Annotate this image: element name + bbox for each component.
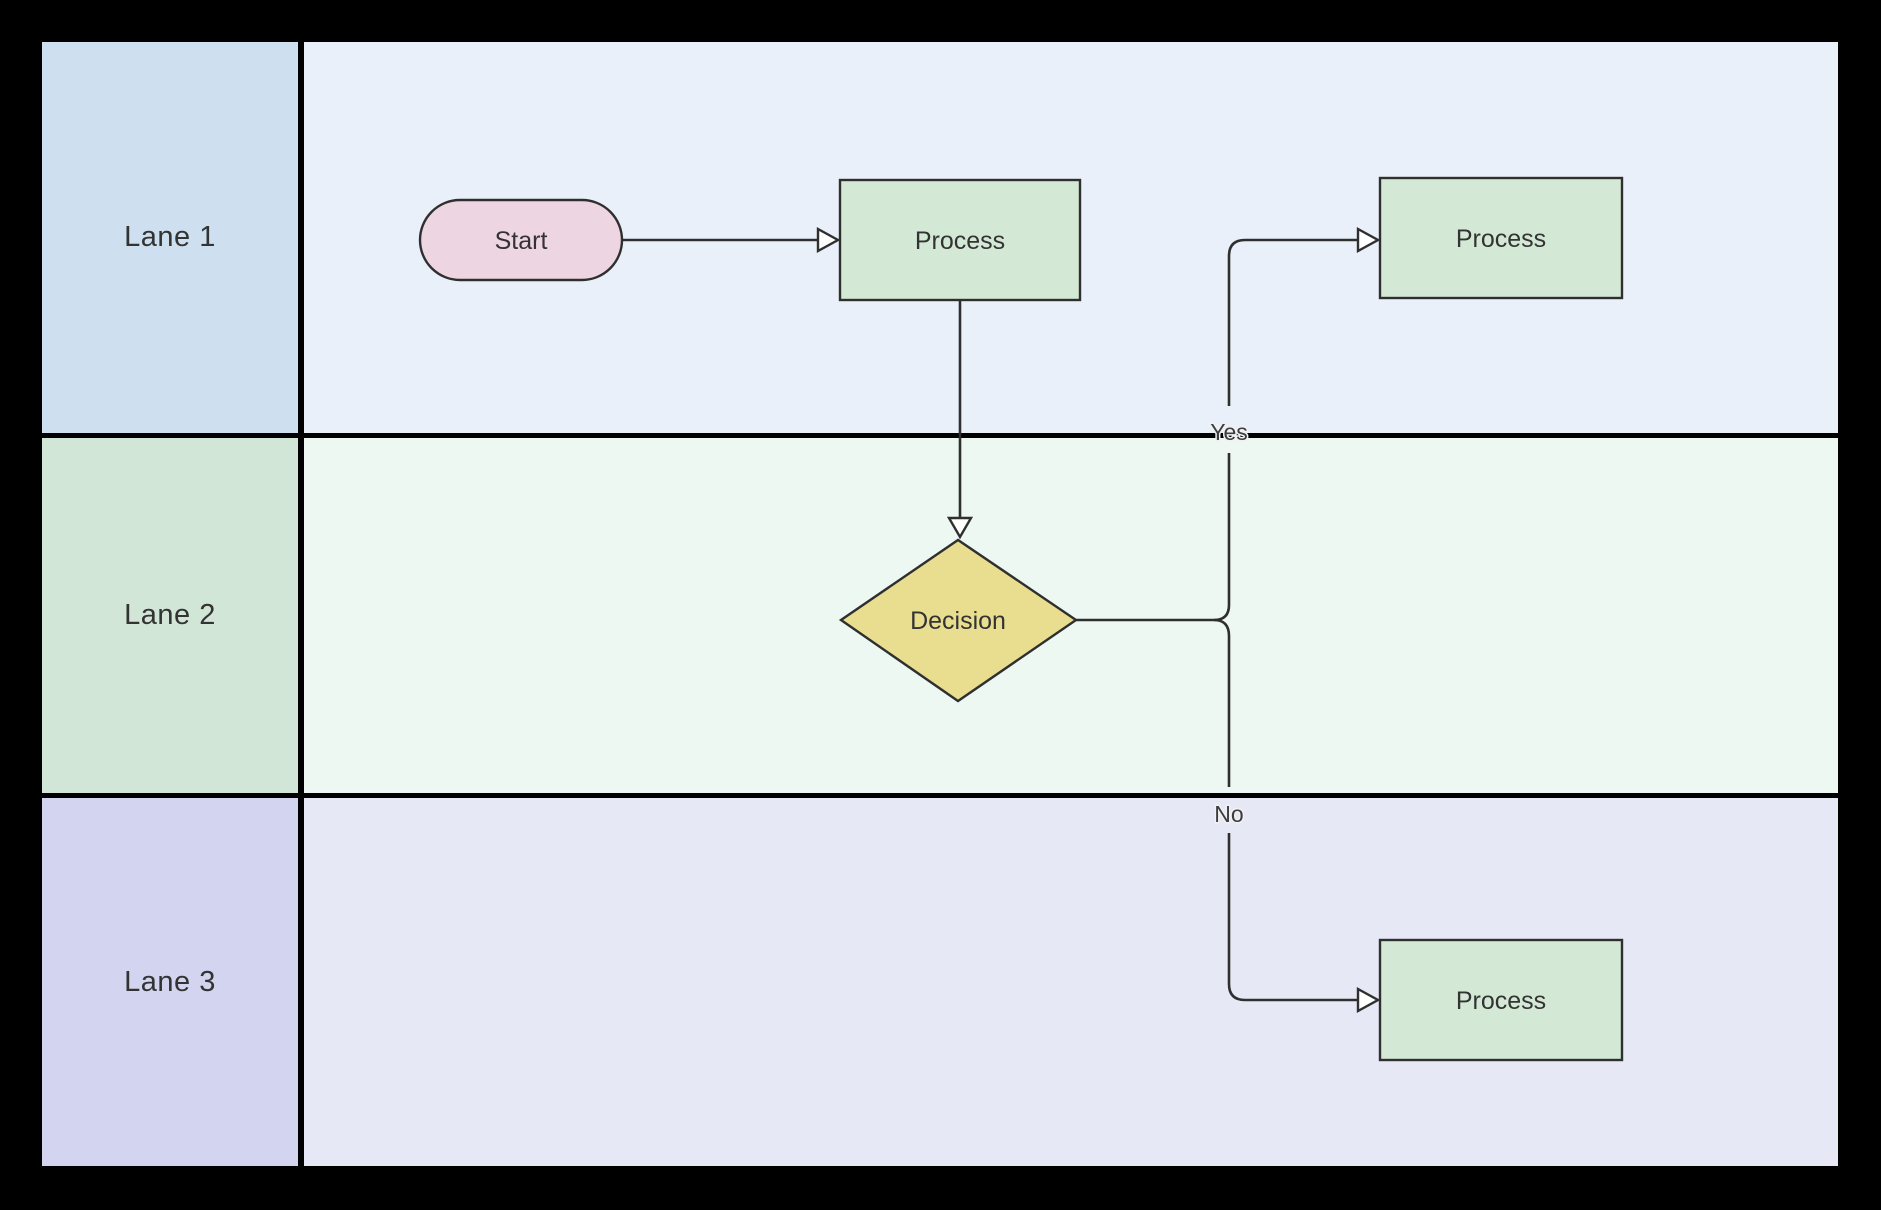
start-node-label: Start (495, 227, 548, 255)
edge-label-no: No (1214, 801, 1243, 827)
arrowhead-icon (946, 516, 974, 540)
process-yes-node (1378, 176, 1624, 300)
lane-2: Lane 2 (42, 438, 1838, 798)
lane-2-label-cell: Lane 2 (42, 438, 304, 793)
process-no-node-label: Process (1456, 987, 1546, 1015)
arrowhead-icon (1356, 986, 1381, 1014)
decision-node (838, 538, 1079, 703)
edge-decision-no (1213, 618, 1358, 1002)
process1-node (838, 178, 1082, 302)
process-yes-node-label: Process (1456, 225, 1546, 253)
edge-label-yes: Yes (1210, 419, 1248, 445)
swimlane-diagram: Lane 1 Lane 2 Lane 3 (42, 42, 1838, 1166)
lane-1-label-cell: Lane 1 (42, 42, 304, 433)
process-no-node (1378, 938, 1624, 1062)
arrowhead-icon (1356, 226, 1381, 254)
start-node (418, 198, 624, 282)
process1-node-label: Process (915, 227, 1005, 255)
lane-2-title: Lane 2 (124, 599, 216, 631)
arrowhead-icon (816, 226, 841, 254)
lane-1-title: Lane 1 (124, 221, 216, 253)
decision-node-label: Decision (910, 607, 1006, 635)
lane-3-title: Lane 3 (124, 965, 216, 998)
lane-3-label-cell: Lane 3 (42, 798, 304, 1166)
